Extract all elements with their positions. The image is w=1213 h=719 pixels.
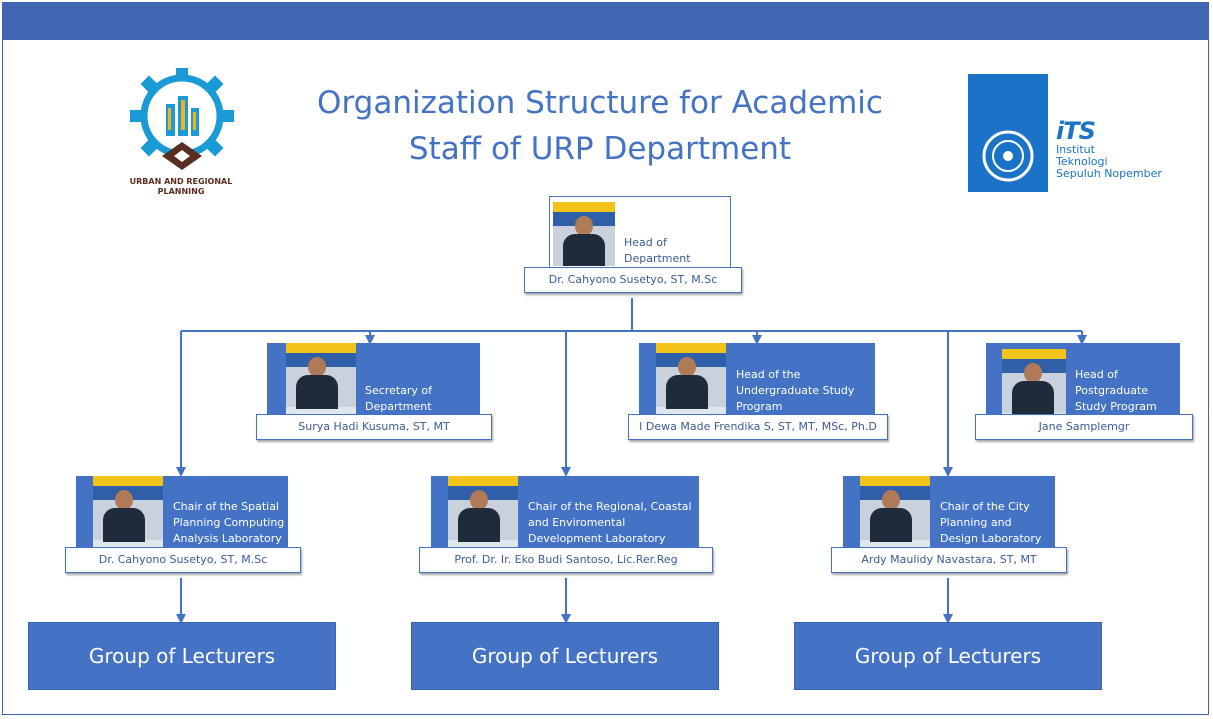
secretary-photo <box>286 343 356 415</box>
page-title: Organization Structure for Academic Staf… <box>317 85 883 167</box>
head-photo <box>553 202 615 266</box>
lab-spatial-role: Chair of the Spatial Planning Computing … <box>173 500 285 545</box>
its-line-1: Institut <box>1056 143 1095 156</box>
group-of-lecturers-2: Group of Lecturers <box>411 622 719 690</box>
undergrad-name: I Dewa Made Frendika S, ST, MT, MSc, Ph.… <box>628 414 888 440</box>
postgrad-role: Head of Postgraduate Study Program <box>1075 368 1157 413</box>
undergrad-role: Head of the Undergraduate Study Program <box>736 368 855 413</box>
top-banner <box>2 2 1209 40</box>
lab-city-name: Ardy Maulidy Navastara, ST, MT <box>831 547 1067 573</box>
lab-spatial-photo <box>93 476 163 548</box>
lab-spatial-name: Dr. Cahyono Susetyo, ST, M.Sc <box>65 547 301 573</box>
postgrad-photo <box>1002 349 1066 415</box>
its-logo-text: iTS Institut Teknologi Sepuluh Nopember <box>1056 118 1162 180</box>
lab-regional-name: Prof. Dr. Ir. Eko Budi Santoso, Lic.Rer.… <box>419 547 713 573</box>
group-of-lecturers-1: Group of Lecturers <box>28 622 336 690</box>
lab-city-role: Chair of the City Planning and Design La… <box>940 500 1042 545</box>
its-wordmark: iTS <box>1056 117 1096 145</box>
lab-city-photo <box>860 476 930 548</box>
its-line-2: Teknologi <box>1056 155 1108 168</box>
head-name: Dr. Cahyono Susetyo, ST, M.Sc <box>524 267 742 293</box>
head-role: Head of Department <box>624 236 691 265</box>
secretary-role: Secretary of Department <box>365 384 433 413</box>
lab-regional-role: Chair of the Regional, Coastal and Envir… <box>528 500 692 545</box>
urp-logo-text: URBAN AND REGIONAL PLANNING <box>129 177 233 196</box>
group-of-lecturers-3: Group of Lecturers <box>794 622 1102 690</box>
its-logo-icon <box>968 74 1048 192</box>
postgrad-name: Jane Samplemgr <box>975 414 1193 440</box>
lab-regional-photo <box>448 476 518 548</box>
undergrad-photo <box>656 343 726 415</box>
secretary-name: Surya Hadi Kusuma, ST, MT <box>256 414 492 440</box>
urp-logo-icon <box>130 68 234 170</box>
its-line-3: Sepuluh Nopember <box>1056 167 1162 180</box>
